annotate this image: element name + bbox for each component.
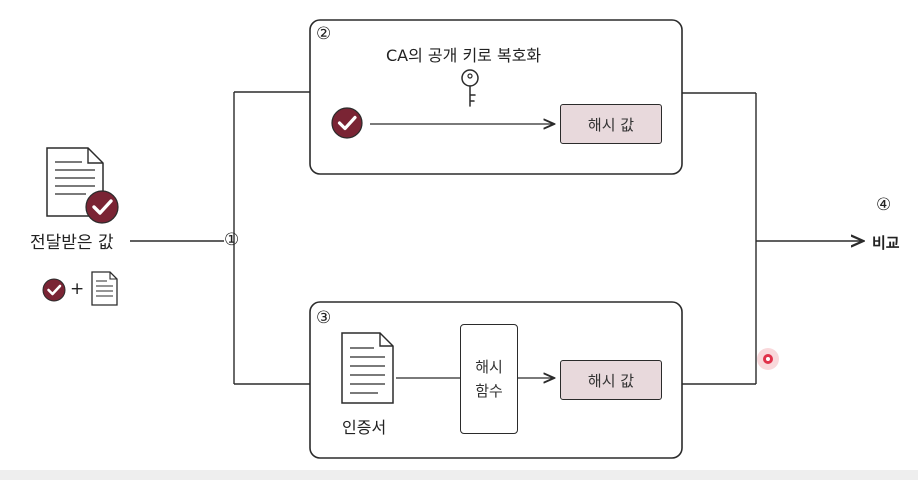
check-badge-icon	[42, 278, 66, 302]
hash-value-top: 해시 값	[560, 104, 662, 144]
decrypt-box	[309, 19, 683, 175]
document-icon	[91, 271, 118, 306]
hash-function-line2: 함수	[475, 382, 503, 400]
step-1-marker: ①	[224, 230, 240, 250]
document-icon	[341, 332, 394, 404]
check-badge-icon	[85, 190, 119, 224]
pointer-dot-icon	[757, 348, 779, 370]
hash-box	[309, 301, 683, 459]
hash-value-bottom: 해시 값	[560, 360, 662, 400]
decrypt-caption: CA의 공개 키로 복호화	[386, 46, 542, 65]
hash-function-line1: 해시	[475, 358, 503, 376]
compare-label: 비교	[872, 234, 900, 252]
certificate-label: 인증서	[342, 418, 387, 437]
hash-function-box: 해시 함수	[460, 324, 518, 434]
check-badge-icon	[331, 107, 363, 139]
step-2-marker: ②	[316, 24, 332, 44]
step-3-marker: ③	[316, 308, 332, 328]
received-value-label: 전달받은 값	[30, 233, 114, 253]
plus-sign: +	[70, 279, 85, 299]
step-4-marker: ④	[876, 195, 892, 215]
key-icon	[461, 69, 479, 107]
bottom-band	[0, 470, 918, 480]
